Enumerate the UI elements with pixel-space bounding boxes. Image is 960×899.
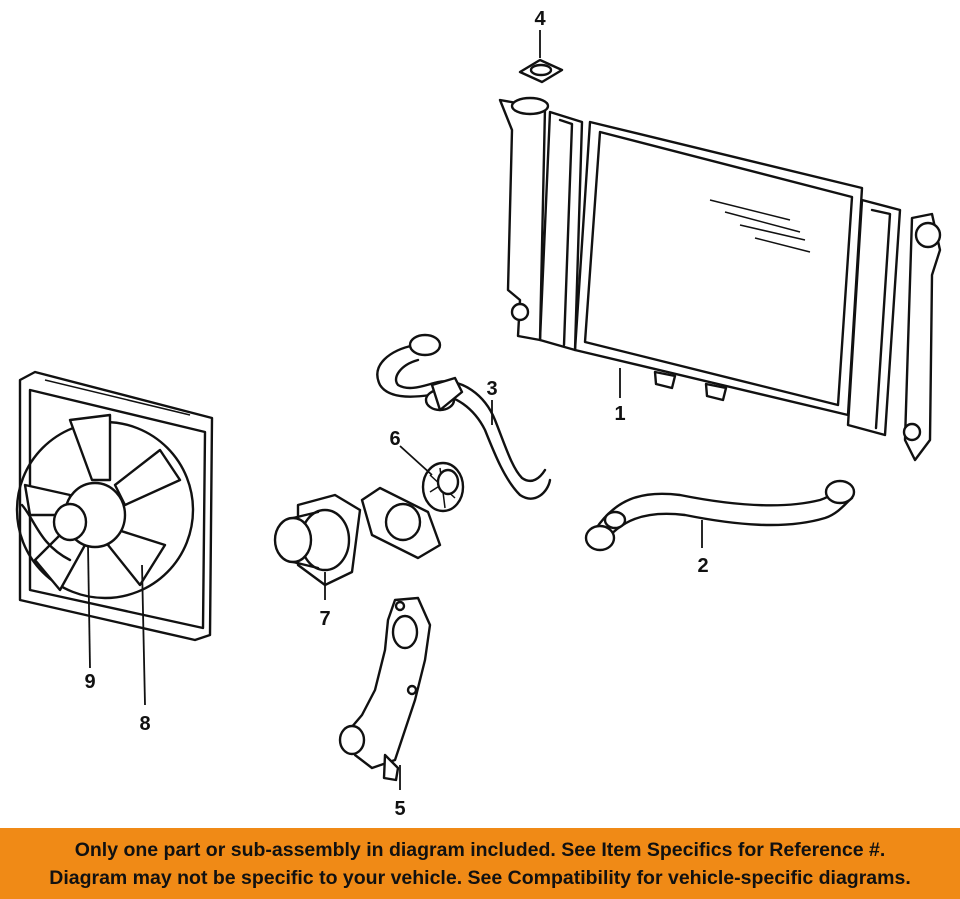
- radiator: [498, 96, 942, 462]
- thermostat-gasket: [360, 486, 442, 560]
- cooling-system-diagram: 1 2 3 4 5 6 7 8 9: [15, 8, 942, 820]
- callout-2: 2: [697, 555, 708, 577]
- fan-blades: [23, 413, 182, 592]
- disclaimer-line-2: Diagram may not be specific to your vehi…: [49, 866, 911, 889]
- callout-labels: 1 2 3 4 5 6 7 8 9: [84, 8, 708, 820]
- disclaimer-line-1: Only one part or sub-assembly in diagram…: [74, 838, 886, 861]
- thermostat-housing: [273, 493, 362, 587]
- callout-1: 1: [614, 403, 625, 425]
- callout-3: 3: [486, 378, 497, 400]
- callout-7: 7: [319, 608, 330, 630]
- callout-6: 6: [389, 428, 400, 450]
- water-pump: [338, 596, 432, 782]
- fan-motor: [20, 481, 127, 562]
- lower-radiator-hose: [584, 479, 856, 552]
- callout-4: 4: [534, 8, 546, 30]
- callout-5: 5: [394, 798, 405, 820]
- thermostat: [421, 461, 465, 513]
- leader-lines: [87, 30, 703, 790]
- disclaimer-banner: Only one part or sub-assembly in diagram…: [0, 828, 960, 899]
- callout-8: 8: [139, 713, 150, 735]
- callout-9: 9: [84, 671, 95, 693]
- radiator-cap: [518, 58, 564, 84]
- upper-radiator-hose: [376, 333, 552, 500]
